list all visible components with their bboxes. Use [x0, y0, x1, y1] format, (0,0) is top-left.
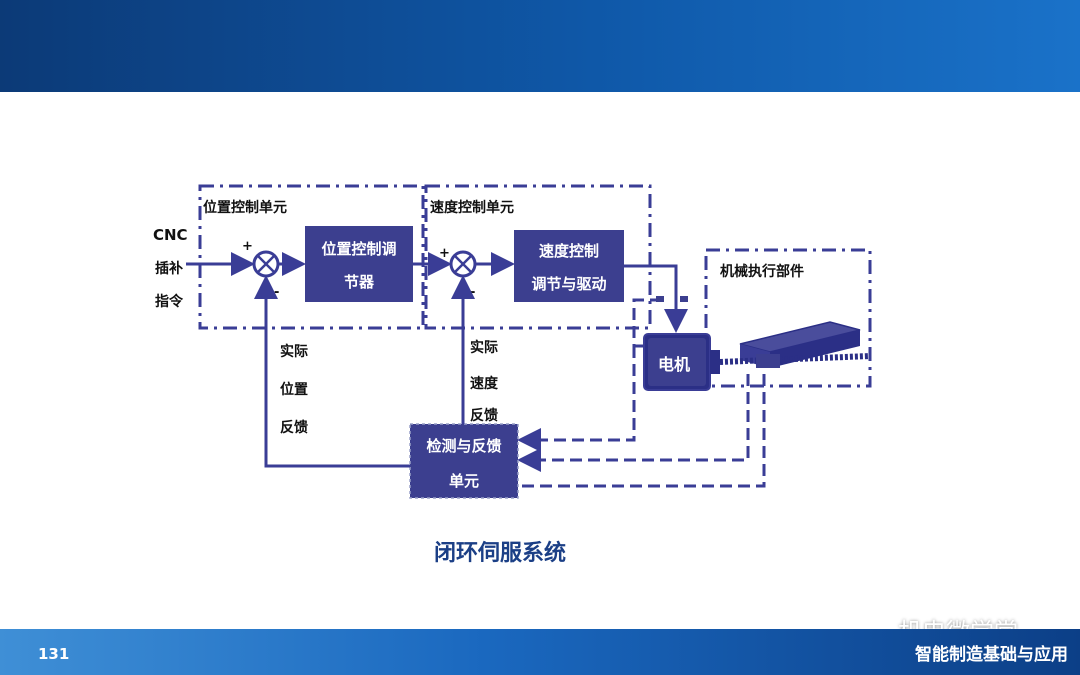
- feedback-unit-line1: 检测与反馈: [426, 437, 501, 455]
- footer-bar: 131 智能制造基础与应用: [0, 629, 1080, 675]
- dashed-feedback-table: [517, 374, 750, 472]
- position-unit-frame: [198, 184, 425, 330]
- title-bar: [0, 0, 1080, 92]
- position-feedback-line: [254, 275, 410, 468]
- speed-unit-title: 速度控制单元: [430, 199, 514, 216]
- motor-block: [643, 296, 720, 391]
- summing-junction-speed: [449, 250, 477, 278]
- summing-junction-position: [252, 250, 280, 278]
- input-label-cnc: CNC: [153, 226, 188, 244]
- arrow-to-motor: [624, 264, 688, 333]
- position-feedback-label-1: 实际: [280, 343, 308, 360]
- input-label-command: 指令: [155, 293, 184, 310]
- position-unit-title: 位置控制单元: [203, 199, 287, 216]
- feedback-unit-line2: 单元: [449, 472, 479, 490]
- speed-unit-frame: [424, 184, 652, 330]
- speed-driver-line1: 速度控制: [539, 242, 599, 260]
- speed-dashed-link: [632, 298, 656, 348]
- mechanical-unit-frame: [704, 248, 872, 388]
- position-regulator-line1: 位置控制调: [321, 240, 396, 258]
- footer-title: 智能制造基础与应用: [915, 645, 1068, 665]
- page-number: 131: [38, 645, 70, 663]
- speed-feedback-label-1: 实际: [470, 339, 498, 356]
- position-feedback-label-2: 位置: [280, 381, 308, 398]
- mechanical-unit-title: 机械执行部件: [720, 263, 804, 280]
- minus-sign-2: -: [470, 285, 475, 300]
- position-regulator-line2: 节器: [344, 273, 375, 291]
- input-label-interp: 插补: [155, 260, 183, 277]
- motor-label: 电机: [658, 355, 690, 374]
- speed-feedback-label-3: 反馈: [470, 407, 498, 424]
- minus-sign-1: -: [274, 285, 279, 300]
- worktable-machine: [719, 321, 871, 368]
- feedback-unit-block: [409, 423, 519, 499]
- position-feedback-label-3: 反馈: [280, 419, 308, 436]
- dashed-feedback-screw: [520, 374, 766, 488]
- speed-feedback-label-2: 速度: [470, 375, 499, 392]
- plus-sign-1: +: [242, 239, 253, 254]
- figure-caption: 闭环伺服系统: [433, 541, 566, 566]
- speed-driver-line2: 调节与驱动: [531, 275, 606, 293]
- position-regulator-block: [305, 226, 413, 302]
- speed-driver-block: [514, 230, 624, 302]
- plus-sign-2: +: [439, 246, 450, 261]
- dashed-feedback-motor: [517, 346, 636, 452]
